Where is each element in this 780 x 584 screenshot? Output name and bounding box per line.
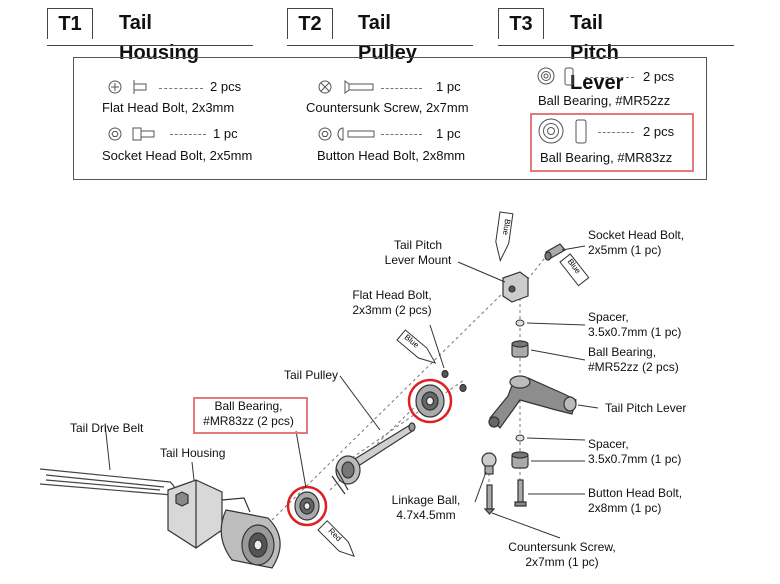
label-line: 2x8mm (1 pc) bbox=[588, 501, 662, 515]
part-quantity: 1 pc bbox=[213, 126, 238, 141]
countersunk-screw-icon bbox=[318, 80, 374, 94]
label-line: Button Head Bolt, bbox=[588, 486, 683, 500]
part-quantity: 2 pcs bbox=[643, 69, 675, 84]
mr83-label-highlight-box bbox=[193, 397, 308, 434]
qty-leader bbox=[585, 77, 634, 78]
ball-bearing-mr83-lower bbox=[294, 491, 320, 521]
ball-bearing-icon bbox=[537, 67, 574, 86]
section-code: T3 bbox=[498, 8, 544, 39]
highlight-circle bbox=[286, 485, 328, 527]
label-tail-pitch-lever: Tail Pitch Lever bbox=[605, 401, 687, 415]
label-tail-drive-belt: Tail Drive Belt bbox=[70, 421, 144, 435]
qty-leader bbox=[381, 134, 422, 135]
ball-bearing-mr52-lower bbox=[511, 451, 529, 469]
part-quantity: 2 pcs bbox=[210, 79, 242, 94]
label-tail-pitch-lever-mount: Tail Pitch Lever Mount bbox=[378, 238, 458, 268]
label-line: #MR83zz (2 pcs) bbox=[203, 414, 294, 428]
section-underline bbox=[498, 45, 734, 46]
label-line: Ball Bearing, bbox=[214, 399, 283, 413]
qty-leader bbox=[598, 132, 634, 133]
ball-bearing-mr83-upper bbox=[415, 369, 467, 418]
label-spacer-top: Spacer, 3.5x0.7mm (1 pc) bbox=[588, 310, 681, 340]
ball-bearing-mr52-upper bbox=[511, 340, 529, 358]
label-line: Lever Mount bbox=[384, 253, 452, 267]
tail-pulley bbox=[331, 422, 416, 495]
section-code: T2 bbox=[287, 8, 333, 39]
mr83-highlight-box bbox=[530, 113, 694, 172]
ball-bearing-icon bbox=[538, 118, 587, 144]
part-quantity: 1 pc bbox=[436, 79, 461, 94]
label-socket-head-bolt: Socket Head Bolt, 2x5mm (1 pc) bbox=[588, 228, 684, 258]
section-underline bbox=[47, 45, 253, 46]
section-code: T1 bbox=[47, 8, 93, 39]
label-line: 2x3mm (2 pcs) bbox=[352, 303, 432, 317]
label-flat-head-bolt: Flat Head Bolt, 2x3mm (2 pcs) bbox=[344, 288, 440, 318]
socket-head-bolt bbox=[544, 243, 566, 261]
label-line: Tail Pitch bbox=[393, 238, 443, 252]
label-countersunk-screw: Countersunk Screw, 2x7mm (1 pc) bbox=[502, 540, 622, 570]
tail-housing bbox=[167, 479, 281, 569]
part-quantity: 1 pc bbox=[436, 126, 461, 141]
leader-lines bbox=[104, 245, 599, 539]
tail-pitch-lever bbox=[488, 375, 577, 429]
part-name: Ball Bearing, #MR52zz bbox=[538, 93, 671, 108]
part-name: Button Head Bolt, 2x8mm bbox=[317, 148, 466, 163]
spacer-top bbox=[515, 319, 525, 327]
part-name: Flat Head Bolt, 2x3mm bbox=[102, 100, 235, 115]
button-head-bolt bbox=[514, 479, 527, 507]
label-spacer-bottom: Spacer, 3.5x0.7mm (1 pc) bbox=[588, 437, 681, 467]
section-title: Tail Pulley bbox=[358, 12, 417, 64]
highlight-circle bbox=[407, 378, 453, 424]
button-head-bolt-icon bbox=[318, 127, 375, 141]
tail-pitch-lever-mount bbox=[502, 271, 529, 303]
qty-leader bbox=[170, 134, 206, 135]
qty-leader bbox=[381, 88, 422, 89]
part-name: Socket Head Bolt, 2x5mm bbox=[102, 148, 253, 163]
label-line: 2x5mm (1 pc) bbox=[588, 243, 662, 257]
label-line: 4.7x4.5mm bbox=[396, 508, 456, 522]
label-line: 3.5x0.7mm (1 pc) bbox=[588, 452, 682, 466]
qty-leader bbox=[159, 88, 203, 89]
label-line: Ball Bearing, bbox=[588, 345, 657, 359]
label-linkage-ball: Linkage Ball, 4.7x4.5mm bbox=[384, 493, 468, 523]
tail-drive-belt bbox=[39, 468, 176, 496]
part-name: Countersunk Screw, 2x7mm bbox=[306, 100, 469, 115]
spacer-bottom bbox=[515, 434, 525, 442]
label-ball-bearing-mr52: Ball Bearing, #MR52zz (2 pcs) bbox=[588, 345, 679, 375]
label-line: Flat Head Bolt, bbox=[352, 288, 432, 302]
part-quantity: 2 pcs bbox=[643, 124, 675, 139]
label-line: 2x7mm (1 pc) bbox=[525, 555, 599, 569]
label-ball-bearing-mr83: Ball Bearing, #MR83zz (2 pcs) bbox=[195, 399, 302, 429]
parts-list bbox=[73, 57, 707, 180]
flat-head-bolt-icon bbox=[108, 80, 147, 94]
label-line: Linkage Ball, bbox=[391, 493, 461, 507]
label-line: #MR52zz (2 pcs) bbox=[588, 360, 679, 374]
label-tail-pulley: Tail Pulley bbox=[284, 368, 339, 382]
label-line: Socket Head Bolt, bbox=[588, 228, 685, 242]
section-underline bbox=[287, 45, 473, 46]
threadlock-tag: Blue bbox=[396, 329, 437, 364]
label-button-head-bolt: Button Head Bolt, 2x8mm (1 pc) bbox=[588, 486, 682, 516]
countersunk-screw bbox=[483, 484, 496, 515]
label-line: 3.5x0.7mm (1 pc) bbox=[588, 325, 682, 339]
socket-head-bolt-icon bbox=[108, 127, 155, 141]
section-title: Tail Housing bbox=[119, 12, 199, 64]
label-tail-housing: Tail Housing bbox=[160, 446, 226, 460]
linkage-ball bbox=[481, 452, 497, 475]
part-name: Ball Bearing, #MR83zz bbox=[540, 150, 673, 165]
label-line: Countersunk Screw, bbox=[508, 540, 616, 554]
threadlock-tag: Blue bbox=[559, 253, 590, 287]
label-line: Spacer, bbox=[588, 310, 629, 324]
label-line: Spacer, bbox=[588, 437, 629, 451]
threadlock-tag: Blue bbox=[495, 211, 514, 262]
threadlock-tag-label: Blue bbox=[501, 218, 512, 236]
threadlock-tag: Red bbox=[317, 520, 355, 557]
